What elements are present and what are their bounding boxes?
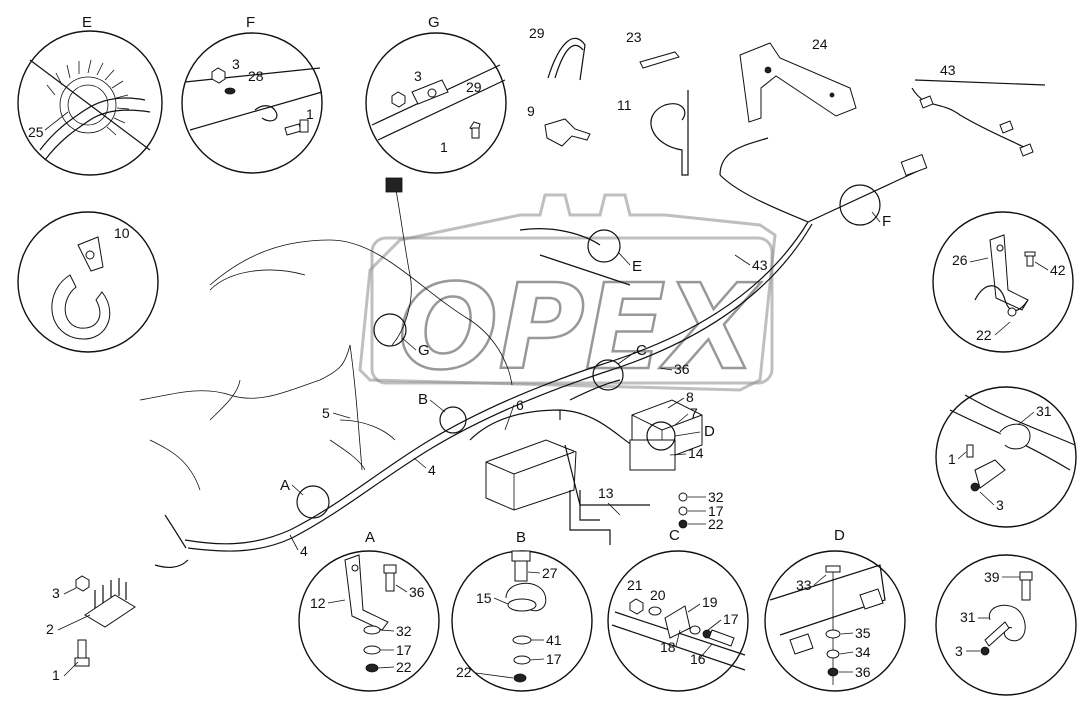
part-label-17-b: 17: [546, 651, 562, 667]
part-label-23: 23: [626, 29, 642, 45]
opex-watermark: OPEX: [358, 193, 777, 397]
part-label-35: 35: [855, 625, 871, 641]
part-label-32-a: 32: [396, 623, 412, 639]
detail-circle-31: 31 1 3: [935, 386, 1077, 528]
part-label-7: 7: [690, 405, 698, 421]
loose-part-2: 3 2 1: [46, 575, 136, 683]
part-label-25: 25: [28, 124, 44, 140]
part-label-8: 8: [686, 389, 694, 405]
part-label-26: 26: [952, 252, 968, 268]
detail-circle-g: G 3 29 1: [365, 14, 507, 174]
part-label-17-a: 17: [396, 642, 412, 658]
main-callout-labels: A B C C D E F G: [280, 211, 891, 544]
callout-d: D: [704, 423, 715, 440]
callout-c: C: [636, 342, 647, 359]
part-label-34: 34: [855, 644, 871, 660]
detail-label-f: F: [246, 14, 255, 31]
part-label-22-r: 22: [976, 327, 992, 343]
part-label-39: 39: [984, 569, 1000, 585]
part-label-22: 22: [708, 516, 724, 532]
part-label-40: 42: [1050, 262, 1066, 278]
part-label-37: 36: [674, 361, 690, 377]
part-label-4-b: 4: [300, 543, 308, 559]
watermark-text: OPEX: [398, 258, 761, 396]
callout-c-2: C: [669, 527, 680, 544]
part-label-6: 6: [516, 397, 524, 413]
part-label-15: 15: [476, 590, 492, 606]
part-label-3-b: 3: [955, 643, 963, 659]
part-label-17: 17: [708, 503, 724, 519]
part-label-18: 18: [660, 639, 676, 655]
part-label-10: 10: [114, 225, 130, 241]
part-label-24: 24: [812, 36, 828, 52]
part-label-36: 36: [855, 664, 871, 680]
part-label-31: 31: [1036, 403, 1052, 419]
part-label-29: 29: [466, 79, 482, 95]
part-label-27: 27: [542, 565, 558, 581]
part-label-5: 5: [322, 405, 330, 421]
part-label-30: 29: [529, 25, 545, 41]
part-label-2: 2: [46, 621, 54, 637]
part-label-1-g: 1: [440, 139, 448, 155]
part-label-42: 43: [940, 62, 956, 78]
part-label-1-r: 1: [948, 451, 956, 467]
part-label-13: 13: [598, 485, 614, 501]
main-part-labels: 5 4 4 6 8 7 14 13 36 43 32 17 22: [289, 254, 768, 559]
detail-circle-e: E 25: [17, 14, 163, 176]
part-label-14: 14: [688, 445, 704, 461]
part-label-11: 11: [617, 97, 632, 113]
part-label-32: 32: [708, 489, 724, 505]
callout-a: A: [280, 477, 290, 494]
callout-g: G: [418, 342, 430, 359]
part-label-3-g: 3: [414, 68, 422, 84]
part-label-41: 41: [546, 632, 562, 648]
detail-label-b: B: [516, 529, 526, 546]
part-label-16: 16: [690, 651, 706, 667]
detail-label-d: D: [834, 527, 845, 544]
part-label-3-l: 3: [52, 585, 60, 601]
detail-label-a: A: [365, 529, 375, 546]
part-label-21: 21: [627, 577, 643, 593]
main-harness: [139, 137, 928, 568]
part-label-43: 43: [752, 257, 768, 273]
loose-parts-top: 29 23 24 43 9 11: [527, 25, 1046, 176]
part-label-28: 28: [248, 68, 264, 84]
callout-b: B: [418, 391, 428, 408]
part-label-33: 33: [796, 577, 812, 593]
part-label-9: 9: [527, 103, 535, 119]
part-label-1: 1: [306, 106, 314, 122]
detail-circle-b: B 27 15 41 17 22: [451, 529, 593, 692]
part-label-12: 12: [310, 595, 326, 611]
callout-f: F: [882, 213, 891, 230]
part-label-3: 3: [232, 56, 240, 72]
detail-circle-39: 39 31 3: [935, 554, 1077, 696]
part-label-37-a: 36: [409, 584, 425, 600]
part-label-3-r: 3: [996, 497, 1004, 513]
part-label-17-c: 17: [723, 611, 739, 627]
detail-circle-c: 21 20 19 17 18 16: [607, 550, 749, 692]
part-label-4: 4: [428, 462, 436, 478]
callout-e: E: [632, 258, 642, 275]
detail-circle-f: F 3 28 1: [181, 14, 323, 174]
part-label-1-l: 1: [52, 667, 60, 683]
detail-circle-a: A 36 12 32 17 22: [298, 529, 440, 692]
part-label-22-a: 22: [396, 659, 412, 675]
detail-label-g: G: [428, 14, 440, 31]
detail-circle-26: 26 42 22: [932, 211, 1074, 353]
detail-circle-10: 10: [17, 211, 159, 353]
part-label-31-b: 31: [960, 609, 976, 625]
part-label-20: 20: [650, 587, 666, 603]
part-label-22-b: 22: [456, 664, 472, 680]
detail-circle-d: D 33 35 34 36: [764, 527, 906, 692]
part-label-19: 19: [702, 594, 718, 610]
detail-label-e: E: [82, 14, 92, 31]
